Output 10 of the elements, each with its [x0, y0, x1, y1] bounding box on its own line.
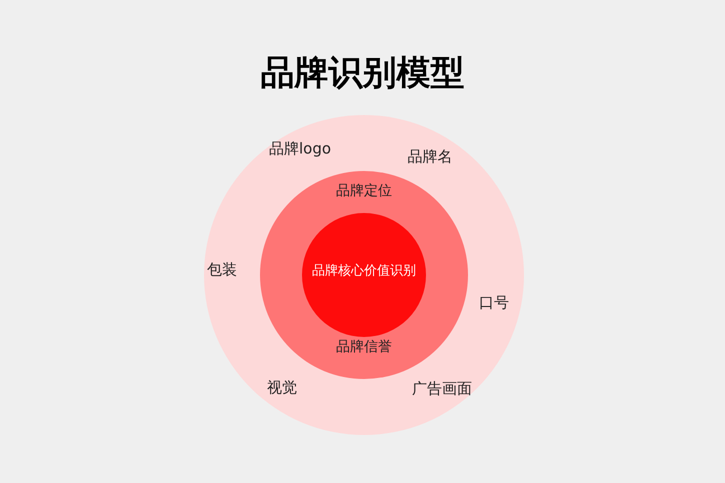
ring-label: 品牌名: [408, 150, 452, 164]
ring-label: 包装: [207, 262, 237, 278]
title: 品牌识别模型: [260, 52, 466, 94]
ring-label: 品牌信誉: [336, 340, 392, 354]
ring-label: 口号: [479, 296, 509, 310]
ring-label: 广告画面: [412, 382, 472, 396]
ring-label: 品牌核心价值识别: [312, 264, 416, 278]
ring-label: 品牌定位: [336, 184, 392, 198]
ring-label: 视觉: [267, 380, 297, 396]
ring-label: 品牌logo: [268, 142, 332, 156]
